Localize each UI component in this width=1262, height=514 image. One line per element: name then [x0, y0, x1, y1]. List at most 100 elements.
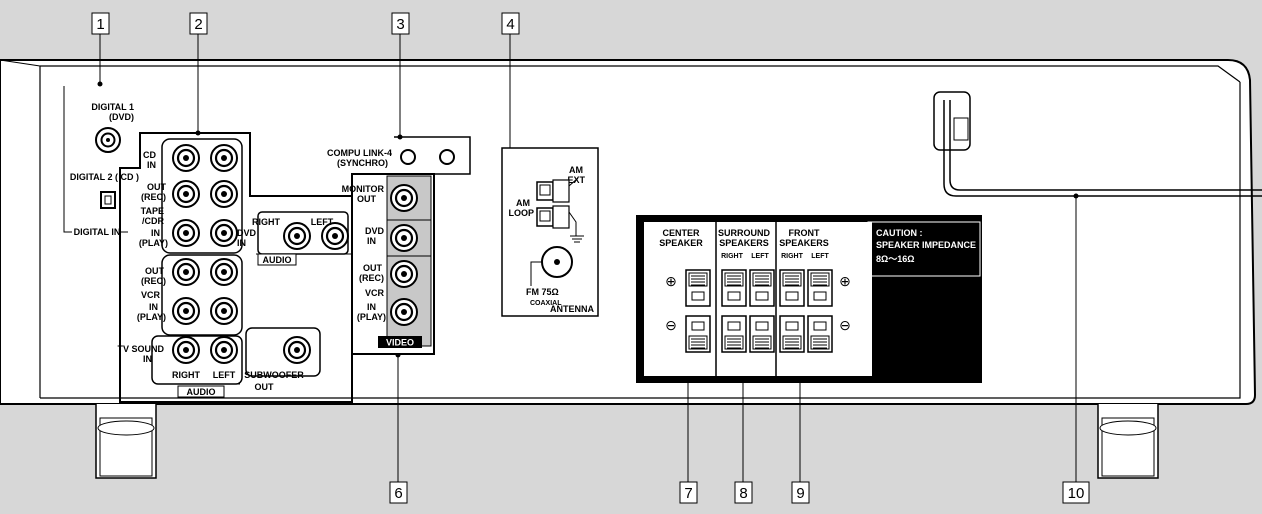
svg-text:(DVD): (DVD) [109, 112, 134, 122]
vcr-in-left-jack[interactable] [210, 297, 238, 325]
left-foot [95, 404, 157, 479]
svg-text:AUDIO: AUDIO [187, 387, 216, 397]
svg-text:SPEAKERS: SPEAKERS [719, 238, 769, 248]
svg-text:LEFT: LEFT [213, 370, 236, 380]
video-block: MONITOR OUT DVD IN OUT (REC) VCR IN (PLA… [342, 173, 435, 355]
cd-right-jack[interactable] [172, 144, 200, 172]
svg-text:(PLAY): (PLAY) [139, 238, 168, 248]
surround-left-minus-terminal[interactable] [749, 315, 775, 353]
center-minus-terminal[interactable] [685, 315, 711, 353]
digital1-coaxial-jack[interactable] [95, 127, 121, 153]
svg-text:COAXIAL: COAXIAL [530, 300, 562, 307]
compu-link-jack-1[interactable] [400, 149, 416, 165]
antenna-group: AM EXT AM LOOP FM 75Ω COAXIAL ANTENNA [501, 147, 599, 317]
svg-text:SURROUND: SURROUND [718, 228, 771, 238]
front-left-minus-terminal[interactable] [807, 315, 833, 353]
svg-text:AUDIO: AUDIO [263, 255, 292, 265]
svg-text:SPEAKER IMPEDANCE: SPEAKER IMPEDANCE [876, 240, 976, 250]
svg-text:AM: AM [516, 198, 530, 208]
svg-text:LEFT: LEFT [311, 217, 334, 227]
svg-text:FRONT: FRONT [789, 228, 820, 238]
svg-text:IN: IN [367, 302, 376, 312]
surround-right-minus-terminal[interactable] [721, 315, 747, 353]
svg-text:CENTER: CENTER [662, 228, 700, 238]
center-plus-terminal[interactable] [685, 269, 711, 307]
svg-text:IN: IN [151, 228, 160, 238]
svg-text:ANTENNA: ANTENNA [550, 304, 594, 314]
vcr-out-right-jack[interactable] [172, 258, 200, 286]
tape-in-left-jack[interactable] [210, 219, 238, 247]
svg-text:DVD: DVD [237, 228, 257, 238]
svg-text:7: 7 [684, 485, 692, 502]
video-jacks [390, 184, 418, 326]
svg-text:TV SOUND: TV SOUND [117, 344, 164, 354]
svg-text:IN: IN [237, 238, 246, 248]
audio-jacks [172, 144, 349, 364]
svg-text:SPEAKERS: SPEAKERS [779, 238, 829, 248]
svg-text:RIGHT: RIGHT [781, 253, 804, 260]
surround-right-plus-terminal[interactable] [721, 269, 747, 307]
cd-left-jack[interactable] [210, 144, 238, 172]
tape-out-left-jack[interactable] [210, 180, 238, 208]
svg-text:3: 3 [396, 16, 404, 33]
svg-text:LOOP: LOOP [508, 208, 534, 218]
svg-text:IN: IN [147, 160, 156, 170]
svg-text:⊕: ⊕ [665, 273, 677, 289]
svg-text:SUBWOOFER: SUBWOOFER [244, 370, 304, 380]
svg-text:RIGHT: RIGHT [172, 370, 201, 380]
tv-sound-in-right-jack[interactable] [172, 336, 200, 364]
chassis-inner-bevel [40, 65, 1241, 83]
dvd-audio-left-jack[interactable] [321, 222, 349, 250]
surround-left-plus-terminal[interactable] [749, 269, 775, 307]
tv-sound-in-left-jack[interactable] [210, 336, 238, 364]
svg-text:IN: IN [367, 236, 376, 246]
digital2-optical-jack[interactable] [100, 191, 116, 209]
callout-10: 10 [1062, 193, 1090, 504]
svg-text:8Ω～16Ω: 8Ω～16Ω [876, 254, 914, 264]
video-monitor-out-jack[interactable] [390, 184, 418, 212]
svg-text:10: 10 [1068, 485, 1085, 502]
svg-text:⊖: ⊖ [839, 317, 851, 333]
front-right-minus-terminal[interactable] [779, 315, 805, 353]
svg-text:OUT: OUT [147, 182, 167, 192]
right-foot [1097, 404, 1159, 479]
dvd-audio-right-jack[interactable] [283, 222, 311, 250]
svg-text:IN: IN [149, 302, 158, 312]
am-ext-terminal[interactable] [552, 179, 570, 203]
tape-out-right-jack[interactable] [172, 180, 200, 208]
svg-text:LEFT: LEFT [751, 253, 769, 260]
fm-75-coaxial-jack[interactable] [541, 246, 573, 278]
svg-text:(PLAY): (PLAY) [137, 312, 166, 322]
front-right-plus-terminal[interactable] [779, 269, 805, 307]
svg-text:(REC): (REC) [141, 276, 166, 286]
svg-text:IN: IN [143, 354, 152, 364]
svg-text:DVD: DVD [365, 226, 385, 236]
svg-text:OUT: OUT [255, 382, 275, 392]
svg-text:OUT: OUT [357, 194, 377, 204]
svg-text:RIGHT: RIGHT [721, 253, 744, 260]
callout-4: 4 [501, 12, 520, 155]
svg-text:VIDEO: VIDEO [386, 338, 414, 348]
svg-text:OUT: OUT [145, 266, 165, 276]
compu-link-jack-2[interactable] [439, 149, 455, 165]
tape-in-right-jack[interactable] [172, 219, 200, 247]
front-left-plus-terminal[interactable] [807, 269, 833, 307]
svg-text:MONITOR: MONITOR [342, 184, 385, 194]
video-vcr-out-jack[interactable] [390, 260, 418, 288]
svg-text:⊖: ⊖ [665, 317, 677, 333]
svg-text:(REC): (REC) [359, 273, 384, 283]
svg-text:VCR: VCR [365, 288, 385, 298]
vcr-out-left-jack[interactable] [210, 258, 238, 286]
svg-text:CD: CD [143, 150, 156, 160]
video-vcr-in-jack[interactable] [390, 298, 418, 326]
svg-text:9: 9 [796, 485, 804, 502]
subwoofer-out-jack[interactable] [283, 336, 311, 364]
vcr-in-right-jack[interactable] [172, 297, 200, 325]
svg-text:8: 8 [739, 485, 747, 502]
svg-text:(SYNCHRO): (SYNCHRO) [337, 158, 388, 168]
svg-text:OUT: OUT [363, 263, 383, 273]
video-dvd-in-jack[interactable] [390, 224, 418, 252]
svg-text:DIGITAL 2 ( CD ): DIGITAL 2 ( CD ) [70, 172, 139, 182]
